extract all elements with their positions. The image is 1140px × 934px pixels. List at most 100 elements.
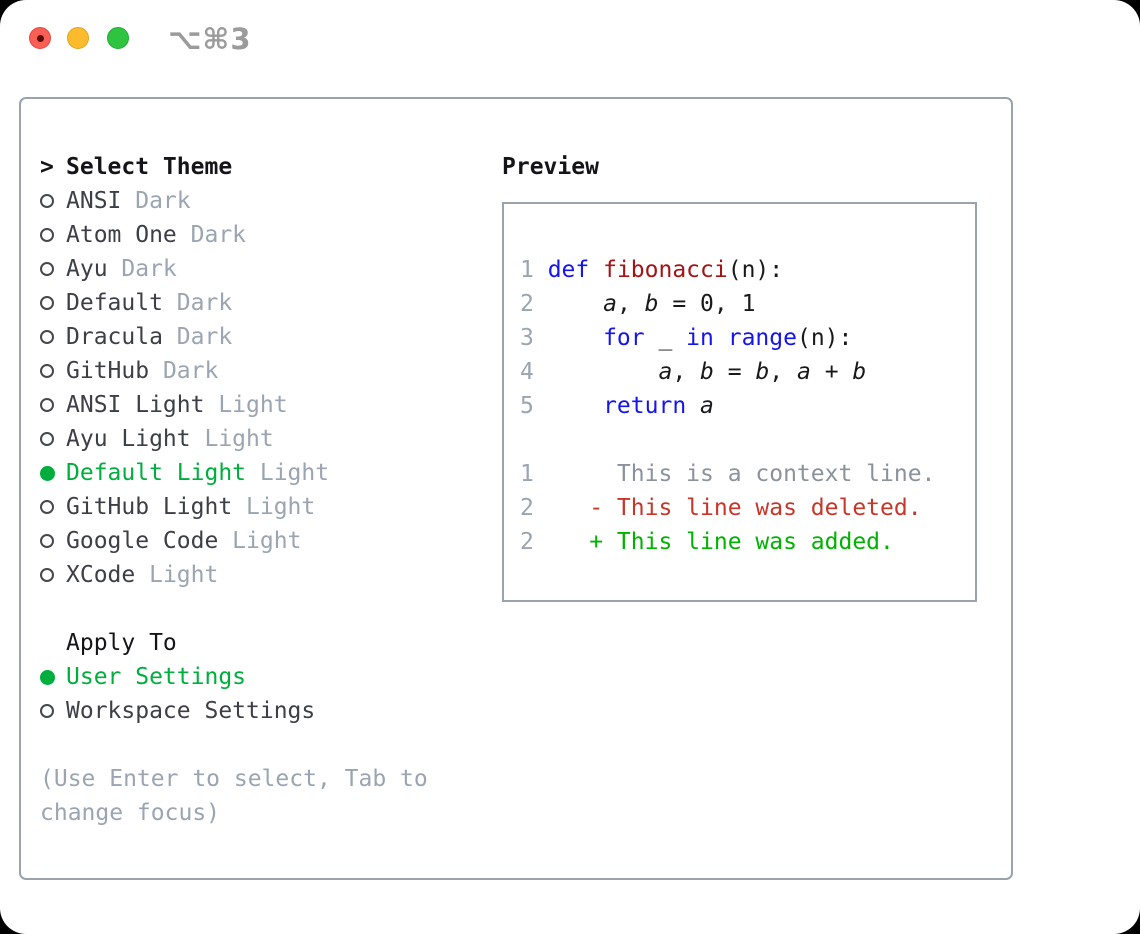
theme-variant-label: Light xyxy=(218,528,302,554)
code-token: + xyxy=(810,359,853,385)
theme-option-ayu-light[interactable]: Ayu Light Light xyxy=(40,422,460,456)
theme-option-github[interactable]: GitHub Dark xyxy=(40,354,460,388)
code-token xyxy=(548,291,603,317)
window-shortcut-label: ⌥⌘3 xyxy=(168,22,252,56)
line-number: 5 xyxy=(520,393,534,419)
theme-variant-label: Light xyxy=(190,426,274,452)
close-button-icon[interactable] xyxy=(29,27,51,49)
code-token-kw: def xyxy=(547,257,590,283)
code-token-kw: return xyxy=(603,393,687,419)
theme-variant-label: Light xyxy=(135,562,219,588)
theme-option-label: ANSI Light xyxy=(66,392,205,418)
code-token-var: a xyxy=(658,359,673,385)
radio-icon xyxy=(40,432,54,446)
radio-selected-icon xyxy=(40,465,55,481)
code-token-var: a xyxy=(797,359,811,385)
line-number: 1 xyxy=(520,461,534,487)
code-token-add: + This line was added. xyxy=(547,529,894,555)
code-token-ctx: This is a context line. xyxy=(547,461,936,487)
radio-icon xyxy=(40,194,54,208)
line-number: 2 xyxy=(520,291,534,317)
code-line: 2 a, b = 0, 1 xyxy=(520,287,965,321)
code-line xyxy=(520,423,965,457)
radio-icon xyxy=(40,500,54,514)
theme-option-github-light[interactable]: GitHub Light Light xyxy=(40,490,460,524)
line-number: 3 xyxy=(520,325,534,351)
code-token: = 0, 1 xyxy=(658,291,756,317)
code-token-var: b xyxy=(852,359,867,385)
code-token-fn: fibonacci xyxy=(603,257,728,283)
radio-icon xyxy=(40,228,54,242)
titlebar: ⌥⌘3 xyxy=(0,0,1140,76)
apply-to-title: Apply To xyxy=(66,630,177,656)
code-token xyxy=(686,393,700,419)
theme-option-label: ANSI xyxy=(66,188,122,214)
radio-icon xyxy=(40,568,54,582)
theme-menu-title: > Select Theme xyxy=(40,150,460,184)
code-token: = xyxy=(713,359,756,385)
code-token xyxy=(548,325,603,351)
spacer xyxy=(40,592,460,626)
code-line: 4 a, b = b, a + b xyxy=(520,355,965,389)
theme-variant-label: Dark xyxy=(162,290,233,316)
theme-option-ayu[interactable]: Ayu Dark xyxy=(40,252,460,286)
code-token-var: a xyxy=(700,393,714,419)
code-line: 2 - This line was deleted. xyxy=(520,491,965,525)
apply-option-workspace-settings[interactable]: Workspace Settings xyxy=(40,694,460,728)
theme-variant-label: Dark xyxy=(149,358,219,384)
code-line: 1 This is a context line. xyxy=(520,457,965,491)
theme-option-label: Ayu xyxy=(66,256,108,282)
radio-icon xyxy=(40,398,54,412)
code-token xyxy=(714,325,728,351)
theme-variant-label: Dark xyxy=(121,188,191,214)
theme-variant-label: Light xyxy=(232,494,316,520)
code-token-var: b xyxy=(644,291,659,317)
radio-icon xyxy=(40,534,54,548)
theme-option-default[interactable]: Default Dark xyxy=(40,286,460,320)
theme-option-label: Default Light xyxy=(66,460,247,486)
theme-option-atom-one[interactable]: Atom One Dark xyxy=(40,218,460,252)
hint-text: (Use Enter to select, Tab to change focu… xyxy=(40,766,428,826)
theme-option-ansi-light[interactable]: ANSI Light Light xyxy=(40,388,460,422)
theme-option-label: GitHub Light xyxy=(66,494,233,520)
theme-variant-label: Light xyxy=(204,392,288,418)
theme-variant-label: Dark xyxy=(107,256,177,282)
code-token-del: - This line was deleted. xyxy=(547,495,922,521)
theme-option-default-light[interactable]: Default Light Light xyxy=(40,456,460,490)
code-token: , xyxy=(672,359,701,385)
theme-option-label: Ayu Light xyxy=(66,426,191,452)
theme-variant-label: Light xyxy=(246,460,330,486)
code-token: (n): xyxy=(727,257,784,283)
theme-option-dracula[interactable]: Dracula Dark xyxy=(40,320,460,354)
theme-option-google-code[interactable]: Google Code Light xyxy=(40,524,460,558)
code-token: , xyxy=(769,359,797,385)
code-token: , xyxy=(616,291,645,317)
apply-option-user-settings[interactable]: User Settings xyxy=(40,660,460,694)
line-number: 2 xyxy=(520,495,534,521)
zoom-button-icon[interactable] xyxy=(107,27,129,49)
theme-option-ansi[interactable]: ANSI Dark xyxy=(40,184,460,218)
radio-icon xyxy=(40,262,54,276)
theme-menu-title-label: Select Theme xyxy=(66,154,233,180)
code-line: 5 return a xyxy=(520,389,965,423)
code-token-kw: for xyxy=(603,325,645,351)
theme-option-xcode[interactable]: XCode Light xyxy=(40,558,460,592)
prompt-icon: > xyxy=(40,154,54,180)
code-token-var: b xyxy=(700,359,714,385)
theme-option-label: Atom One xyxy=(66,222,177,248)
radio-icon xyxy=(40,704,54,718)
code-token: (n): xyxy=(796,325,853,351)
code-token-kw: in xyxy=(686,325,714,351)
minimize-button-icon[interactable] xyxy=(67,27,89,49)
theme-variant-label: Dark xyxy=(176,222,247,248)
code-token xyxy=(589,257,603,283)
theme-variant-label: Dark xyxy=(162,324,233,350)
